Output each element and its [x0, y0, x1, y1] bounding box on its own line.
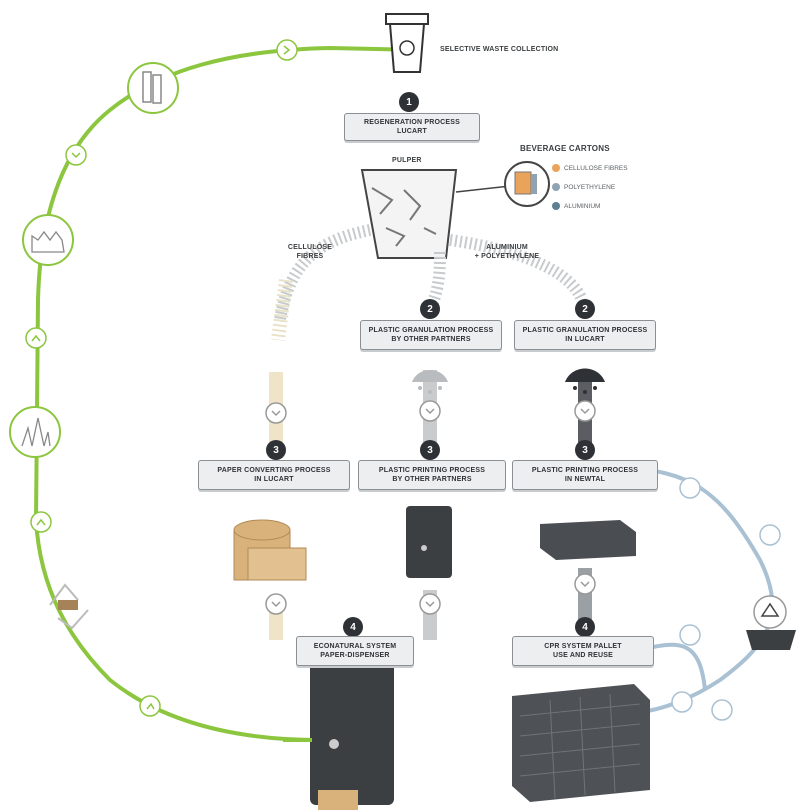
- step4a-box: ECONATURAL SYSTEM PAPER-DISPENSER: [296, 636, 414, 666]
- legend-aluminium-label: ALUMINIUM: [564, 202, 601, 210]
- step1-line2: LUCART: [397, 128, 427, 135]
- green-chevron-3: [25, 327, 47, 349]
- blue-chevron-1: [679, 477, 701, 499]
- chevron-p6: [574, 573, 596, 595]
- pallet-small: [540, 520, 636, 560]
- flow-aluminium-a: [426, 251, 446, 308]
- loop-icon-chemistry: [9, 406, 61, 458]
- green-loop-path: [33, 45, 419, 742]
- cellulose-dot: [552, 164, 560, 172]
- pallet-stack: [512, 684, 650, 802]
- step3b-badge: 3: [420, 440, 440, 460]
- chevron-p2: [419, 400, 441, 422]
- blue-chevron-5: [711, 699, 733, 721]
- flow-cellulose: [274, 224, 372, 322]
- legend-polyethylene-label: POLYETHYLENE: [564, 183, 616, 191]
- step2a-badge: 2: [420, 299, 440, 319]
- legend-cellulose-label: CELLULOSE FIBRES: [564, 164, 628, 172]
- blue-loop-path: [619, 466, 775, 714]
- aluminium-dot: [552, 202, 560, 210]
- blue-recycle-badge: [746, 595, 796, 650]
- step3a-line2: IN LUCART: [254, 476, 294, 483]
- step3c-box: PLASTIC PRINTING PROCESS IN NEWTAL: [512, 460, 658, 490]
- carton-magnifier: [455, 161, 550, 207]
- step3b-line1: PLASTIC PRINTING PROCESS: [378, 467, 486, 474]
- pulper-funnel: [360, 169, 458, 259]
- step2b-line1: PLASTIC GRANULATION PROCESS: [522, 327, 648, 334]
- green-chevron-1: [276, 39, 298, 61]
- chevron-p3: [574, 400, 596, 422]
- cellulose-line2: FIBRES: [296, 253, 324, 260]
- pulper-label: PULPER: [392, 157, 422, 164]
- cellulose-line1: CELLULOSE: [287, 244, 333, 251]
- step2a-line1: PLASTIC GRANULATION PROCESS: [368, 327, 494, 334]
- step1-line1: REGENERATION PROCESS: [363, 119, 461, 126]
- green-chevron-4: [30, 511, 52, 533]
- step3c-line2: IN NEWTAL: [564, 476, 606, 483]
- step1-box: REGENERATION PROCESS LUCART: [344, 113, 480, 141]
- legend-polyethylene: POLYETHYLENE: [552, 183, 615, 191]
- blue-chevron-3: [679, 624, 701, 646]
- cellulose-stream: [271, 279, 293, 341]
- step4a-line2: PAPER-DISPENSER: [320, 652, 390, 659]
- granules-light: [412, 370, 448, 394]
- legend-cellulose: CELLULOSE FIBRES: [552, 164, 628, 172]
- step3b-box: PLASTIC PRINTING PROCESS BY OTHER PARTNE…: [358, 460, 506, 490]
- step2b-line2: IN LUCART: [565, 336, 605, 343]
- step4b-box: CPR SYSTEM PALLET USE AND REUSE: [512, 636, 654, 666]
- paper-rolls: [233, 519, 307, 581]
- step3a-line1: PAPER CONVERTING PROCESS: [217, 467, 331, 474]
- granules-dark: [565, 368, 605, 394]
- step3a-badge: 3: [266, 440, 286, 460]
- step1-badge: 1: [399, 92, 419, 112]
- cellulose-label: CELLULOSE FIBRES: [280, 243, 340, 261]
- chevron-p1: [265, 402, 287, 424]
- blue-chevron-4: [671, 691, 693, 713]
- step2a-box: PLASTIC GRANULATION PROCESS BY OTHER PAR…: [360, 320, 502, 350]
- dispenser-small: [406, 506, 452, 578]
- chevron-p4: [265, 593, 287, 615]
- step4a-badge: 4: [343, 617, 363, 637]
- legend-aluminium: ALUMINIUM: [552, 202, 600, 210]
- loop-icon-recycle-paper: [49, 583, 89, 630]
- aluminium-label: ALUMINIUM + POLYETHYLENE: [462, 243, 552, 261]
- aluminium-line1: ALUMINIUM: [486, 244, 528, 251]
- loop-icon-factory: [22, 214, 74, 266]
- step4b-line1: CPR SYSTEM PALLET: [544, 643, 622, 650]
- selective-waste-label: SELECTIVE WASTE COLLECTION: [440, 46, 559, 53]
- dispenser-large: [310, 660, 394, 810]
- step3b-line2: BY OTHER PARTNERS: [392, 476, 472, 483]
- step4b-badge: 4: [575, 617, 595, 637]
- cartons-title: BEVERAGE CARTONS: [520, 144, 610, 153]
- step2a-line2: BY OTHER PARTNERS: [391, 336, 471, 343]
- flow-aluminium-b: [449, 234, 588, 303]
- step3c-badge: 3: [575, 440, 595, 460]
- loop-icon-roll: [127, 62, 179, 114]
- step3a-box: PAPER CONVERTING PROCESS IN LUCART: [198, 460, 350, 490]
- step4a-line1: ECONATURAL SYSTEM: [313, 643, 397, 650]
- step4b-line2: USE AND REUSE: [553, 652, 613, 659]
- step2b-box: PLASTIC GRANULATION PROCESS IN LUCART: [514, 320, 656, 350]
- step3c-line1: PLASTIC PRINTING PROCESS: [531, 467, 639, 474]
- green-chevron-2: [65, 144, 87, 166]
- blue-chevron-2: [759, 524, 781, 546]
- polyethylene-dot: [552, 183, 560, 191]
- chevron-p5: [419, 593, 441, 615]
- step2b-badge: 2: [575, 299, 595, 319]
- aluminium-line2: + POLYETHYLENE: [474, 253, 540, 260]
- waste-bin-icon: [385, 13, 429, 73]
